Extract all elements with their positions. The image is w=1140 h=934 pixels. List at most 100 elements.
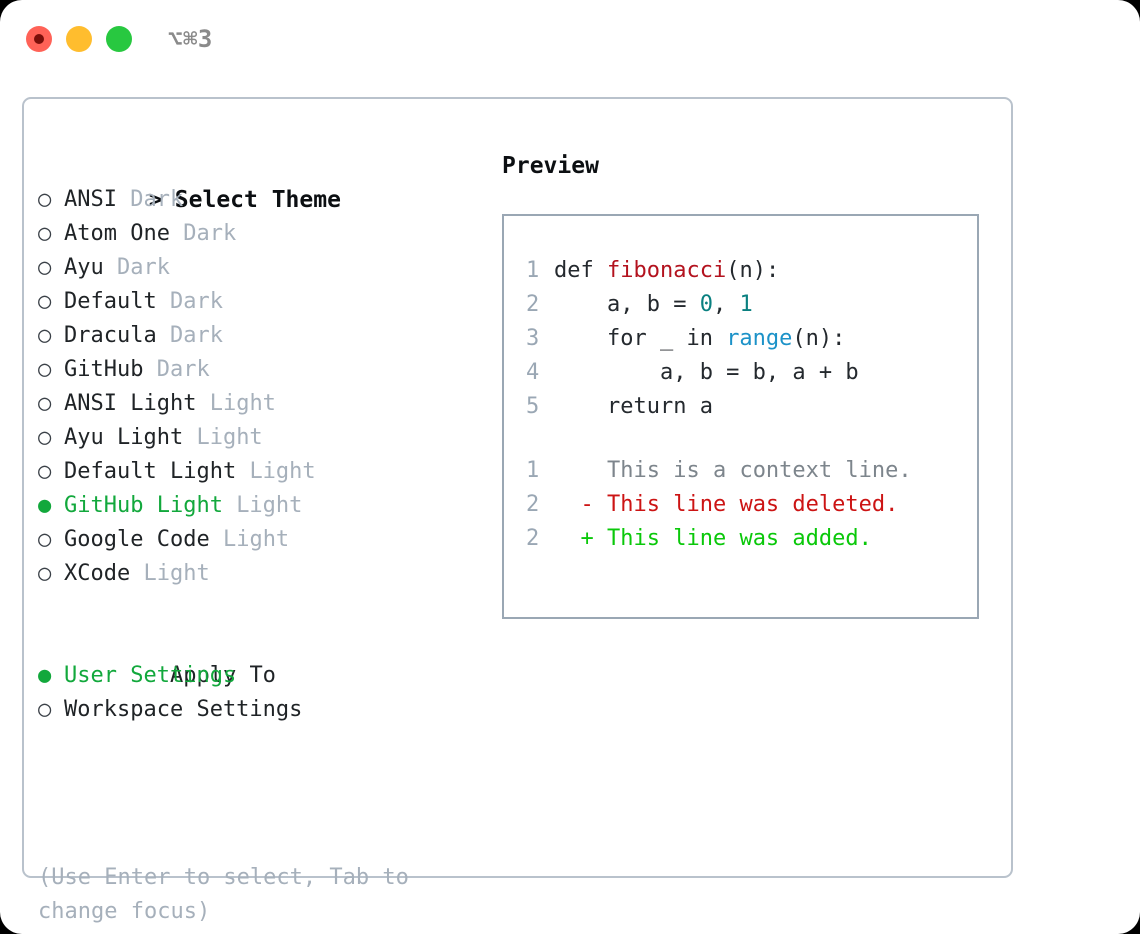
- maximize-button[interactable]: [106, 26, 132, 52]
- theme-option-default[interactable]: ○ Default Dark: [38, 285, 478, 319]
- theme-option-github-light[interactable]: ●GitHub Light Light: [38, 489, 478, 523]
- radio-unselected-icon: ○: [38, 391, 52, 416]
- theme-kind-badge: Dark: [156, 357, 210, 382]
- theme-kind-badge: Dark: [169, 323, 223, 348]
- code-token: fibonacci: [606, 258, 727, 283]
- theme-option-github[interactable]: ○ GitHub Dark: [38, 353, 478, 387]
- apply-to-option-workspace-settings[interactable]: ○Workspace Settings: [38, 693, 478, 727]
- radio-selected-icon: ●: [38, 493, 52, 518]
- theme-kind-badge: Dark: [116, 255, 170, 280]
- title-bar: ⌥⌘3: [0, 0, 1140, 78]
- radio-unselected-icon: ○: [38, 289, 52, 314]
- keyboard-hint: (Use Enter to select, Tab to change focu…: [38, 861, 458, 929]
- keyboard-hint-line-2: change focus): [38, 899, 211, 924]
- theme-option-label: XCode: [64, 561, 144, 586]
- keyboard-hint-line-1: (Use Enter to select, Tab to: [38, 865, 409, 890]
- radio-unselected-icon: ○: [38, 357, 52, 382]
- keyboard-shortcut-label: ⌥⌘3: [168, 25, 213, 53]
- apply-to-option-label: User Settings: [64, 663, 237, 688]
- diff-text: This line was added.: [593, 526, 872, 551]
- code-token: (n):: [726, 258, 780, 283]
- code-token: for _ in: [554, 326, 727, 351]
- theme-option-ansi[interactable]: ○ ANSI Dark: [38, 183, 478, 217]
- theme-kind-badge: Light: [143, 561, 210, 586]
- theme-option-label: Ayu: [64, 255, 117, 280]
- close-button[interactable]: [26, 26, 52, 52]
- theme-option-label: Default: [64, 289, 170, 314]
- code-token: def: [554, 258, 607, 283]
- diff-marker: +: [554, 526, 594, 551]
- theme-picker-pane: >Select Theme ○ANSI Dark○Atom One Dark○A…: [38, 149, 478, 727]
- radio-unselected-icon: ○: [38, 697, 52, 722]
- diff-spacer: [504, 424, 977, 454]
- diff-marker: -: [554, 492, 594, 517]
- theme-option-dracula[interactable]: ○ Dracula Dark: [38, 319, 478, 353]
- section-spacer: [38, 591, 478, 625]
- code-token: return a: [554, 394, 713, 419]
- theme-option-atom-one[interactable]: ○ Atom One Dark: [38, 217, 478, 251]
- code-token: 0: [699, 292, 713, 317]
- theme-option-ansi-light[interactable]: ○ ANSI Light Light: [38, 387, 478, 421]
- theme-picker-heading-label: Select Theme: [174, 187, 341, 213]
- radio-unselected-icon: ○: [38, 425, 52, 450]
- radio-unselected-icon: ○: [38, 187, 52, 212]
- theme-option-xcode[interactable]: ○ XCode Light: [38, 557, 478, 591]
- preview-title: Preview: [502, 153, 599, 179]
- diff-line-add: 2 + This line was added.: [504, 522, 977, 556]
- code-line: 1 def fibonacci(n):: [504, 254, 977, 288]
- theme-kind-badge: Light: [222, 527, 290, 552]
- theme-kind-badge: Light: [209, 391, 276, 416]
- code-token: 1: [739, 292, 753, 317]
- diff-marker: [554, 458, 594, 483]
- line-number: 5: [526, 394, 540, 419]
- diff-line-del: 2 - This line was deleted.: [504, 488, 977, 522]
- line-number: 2: [526, 492, 540, 517]
- code-line: 3 for _ in range(n):: [504, 322, 977, 356]
- theme-option-label: ANSI Light: [64, 391, 210, 416]
- diff-sample: 1 This is a context line.2 - This line w…: [504, 454, 977, 556]
- theme-option-label: Atom One: [64, 221, 184, 246]
- diff-line-ctx: 1 This is a context line.: [504, 454, 977, 488]
- diff-text: This line was deleted.: [593, 492, 899, 517]
- theme-option-label: GitHub: [64, 357, 157, 382]
- code-line: 2 a, b = 0, 1: [504, 288, 977, 322]
- radio-unselected-icon: ○: [38, 459, 52, 484]
- apply-to-list: ● User Settings ○Workspace Settings: [38, 659, 478, 727]
- line-number: 3: [526, 326, 540, 351]
- theme-option-ayu[interactable]: ○Ayu Dark: [38, 251, 478, 285]
- theme-kind-badge: Light: [236, 493, 303, 518]
- radio-unselected-icon: ○: [38, 561, 52, 586]
- apply-to-option-user-settings[interactable]: ● User Settings: [38, 659, 478, 693]
- theme-option-label: Dracula: [64, 323, 170, 348]
- theme-option-label: ANSI: [64, 187, 131, 212]
- theme-option-label: Default Light: [64, 459, 250, 484]
- theme-option-label: Google Code: [64, 527, 223, 552]
- line-number: 1: [526, 258, 540, 283]
- theme-option-default-light[interactable]: ○ Default Light Light: [38, 455, 478, 489]
- prompt-caret-icon: >: [148, 187, 163, 213]
- theme-kind-badge: Light: [249, 459, 316, 484]
- apply-to-heading: Apply To: [38, 625, 478, 688]
- theme-kind-badge: Dark: [130, 187, 184, 212]
- theme-list: ○ANSI Dark○Atom One Dark○Ayu Dark○Defaul…: [38, 183, 478, 591]
- apply-to-heading-label: Apply To: [169, 663, 276, 688]
- main-card: >Select Theme ○ANSI Dark○Atom One Dark○A…: [22, 97, 1013, 924]
- radio-selected-icon: ●: [38, 663, 52, 688]
- code-line: 5 return a: [504, 390, 977, 424]
- code-token: (n):: [792, 326, 846, 351]
- theme-kind-badge: Dark: [183, 221, 237, 246]
- code-token: a, b =: [554, 292, 700, 317]
- line-number: 2: [526, 526, 540, 551]
- minimize-button[interactable]: [66, 26, 92, 52]
- radio-unselected-icon: ○: [38, 221, 52, 246]
- code-token: a, b = b, a + b: [554, 360, 859, 385]
- theme-option-label: Ayu Light: [64, 425, 197, 450]
- theme-kind-badge: Dark: [169, 289, 223, 314]
- theme-option-ayu-light[interactable]: ○Ayu Light Light: [38, 421, 478, 455]
- theme-option-google-code[interactable]: ○Google Code Light: [38, 523, 478, 557]
- code-token: range: [726, 326, 793, 351]
- radio-unselected-icon: ○: [38, 323, 52, 348]
- line-number: 1: [526, 458, 540, 483]
